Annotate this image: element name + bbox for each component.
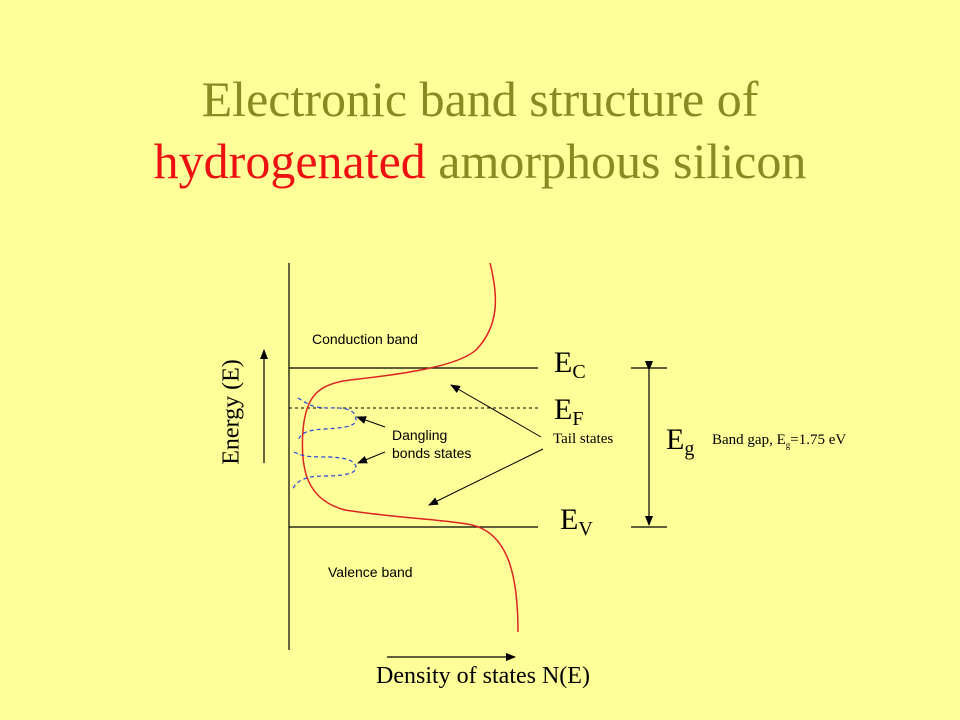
dangling-label-line-2: bonds states xyxy=(392,445,472,461)
title-line-2: hydrogenated amorphous silicon xyxy=(0,130,960,192)
conduction-band-label: Conduction band xyxy=(312,331,418,347)
dangling-pointer-lower xyxy=(357,451,386,464)
dangling-label-line-1: Dangling xyxy=(392,427,448,443)
ev-label: EV xyxy=(560,503,593,541)
eg-label: Eg xyxy=(666,423,694,461)
title-line-1: Electronic band structure of xyxy=(201,71,759,127)
ef-sub: F xyxy=(572,408,584,430)
band-gap-prefix: Band gap, E xyxy=(712,432,786,448)
dangling-states-lower xyxy=(291,451,357,491)
title-line-2-rest: amorphous silicon xyxy=(425,133,807,189)
slide-title: Electronic band structure of hydrogenate… xyxy=(0,68,960,192)
eg-sub: g xyxy=(684,438,695,460)
ef-label: EF xyxy=(554,393,583,431)
dos-axis-label: Density of states N(E) xyxy=(376,663,590,689)
dangling-bonds-label: Dangling bonds states xyxy=(392,426,471,462)
tail-pointer-upper xyxy=(450,384,542,438)
ec-label: EC xyxy=(554,346,586,384)
energy-axis-label: Energy (E) xyxy=(218,359,245,465)
title-highlight: hydrogenated xyxy=(153,133,426,189)
ef-main: E xyxy=(554,393,573,426)
tail-pointer-lower xyxy=(428,448,544,506)
dangling-pointer-upper xyxy=(356,416,386,428)
dangling-states-upper xyxy=(297,397,357,441)
ev-main: E xyxy=(560,503,579,536)
ev-sub: V xyxy=(578,518,593,540)
dos-curve xyxy=(301,262,519,633)
eg-main: E xyxy=(666,423,685,456)
tail-states-label: Tail states xyxy=(553,431,614,447)
valence-band-label: Valence band xyxy=(328,564,413,580)
ec-sub: C xyxy=(572,361,586,383)
band-gap-value: =1.75 eV xyxy=(790,432,847,448)
band-gap-label: Band gap, Eg=1.75 eV xyxy=(712,432,846,450)
ec-main: E xyxy=(554,346,573,379)
band-gap-sub: g xyxy=(785,440,791,450)
